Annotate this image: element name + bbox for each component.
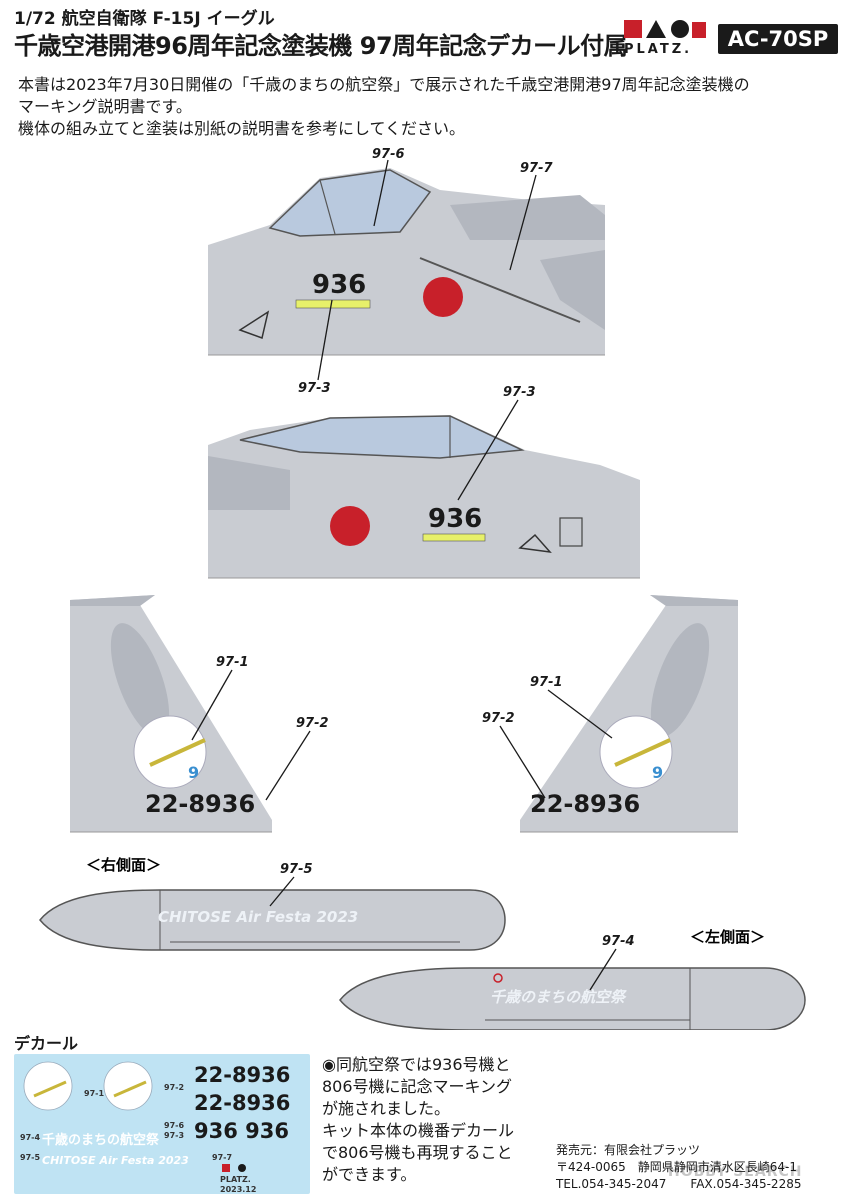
note-line: キット本体の機番デカール	[322, 1121, 515, 1140]
intro-line: 機体の組み立てと塗装は別紙の説明書を参考にしてください。	[18, 119, 466, 138]
callout-97-3-top: 97-3	[298, 381, 331, 396]
tail-fin-left: 9	[520, 595, 738, 833]
note-line: ができます。	[322, 1165, 417, 1184]
page-title: 千歳空港開港96周年記念塗装機 97周年記念デカール付属	[14, 32, 628, 60]
tail-fin-right: 9	[70, 595, 272, 833]
callout-97-7: 97-7	[520, 161, 553, 176]
decal-id: 97-2	[164, 1083, 184, 1092]
intro-line: 本書は2023年7月30日開催の「千歳のまちの航空祭」で展示された千歳空港開港9…	[18, 75, 750, 94]
note-line: 806号機に記念マーキング	[322, 1077, 513, 1096]
scale-line: 1/72 航空自衛隊 F-15J イーグル	[14, 9, 275, 29]
callout-97-2-right: 97-2	[296, 716, 329, 731]
decal-jp-text: 千歳のまちの航空祭	[42, 1132, 160, 1148]
callout-97-4: 97-4	[602, 934, 635, 949]
decal-id: 97-4	[20, 1133, 40, 1142]
decal-date: 2023.12	[220, 1185, 256, 1194]
callout-97-1-left: 97-1	[530, 675, 563, 690]
illustration-canvas: 936 97-6 97-7 97-3 936 97-3 9 22-8936 97…	[39, 147, 806, 1030]
decal-brand: PLATZ.	[220, 1175, 251, 1184]
note-line: が施されました。	[322, 1099, 451, 1118]
decal-id: 97-1	[84, 1089, 104, 1098]
decal-en-text: CHITOSE Air Festa 2023	[42, 1154, 189, 1167]
svg-text:9: 9	[188, 763, 199, 782]
nose-number-right: 936	[312, 270, 366, 300]
callout-97-3-bottom: 97-3	[503, 385, 536, 400]
nose-number-left: 936	[428, 504, 482, 534]
decal-id: 97-6	[164, 1121, 184, 1130]
decal-id: 97-3	[164, 1131, 184, 1140]
tank-left-text: 千歳のまちの航空祭	[490, 988, 627, 1006]
right-side-label: ＜右側面＞	[86, 856, 161, 874]
watermark-text: HOBBY SEARCH	[668, 1164, 803, 1180]
fuel-tank-right	[39, 889, 506, 951]
publisher-line: 発売元：有限会社プラッツ	[556, 1143, 701, 1157]
note-line: で806号機も再現すること	[322, 1143, 513, 1162]
fuselage-left-view	[208, 415, 640, 579]
left-side-label: ＜左側面＞	[690, 928, 765, 946]
callout-97-2-left: 97-2	[482, 711, 515, 726]
decal-id: 97-7	[212, 1153, 232, 1162]
publisher-info: 発売元：有限会社プラッツ 〒424-0065 静岡県静岡市清水区長崎64-1 T…	[556, 1142, 801, 1193]
fuselage-right-view	[208, 168, 605, 356]
fuel-tank-left	[339, 967, 806, 1030]
decal-number: 22-8936	[194, 1063, 290, 1087]
note-text: ◉同航空祭では936号機と 806号機に記念マーキング が施されました。 キット…	[322, 1054, 514, 1186]
product-code: AC-70SP	[718, 24, 838, 54]
publisher-line: 〒424-0065 静岡県静岡市清水区長崎64-1	[556, 1160, 798, 1174]
platz-logo-shapes	[624, 20, 706, 38]
svg-text:9: 9	[652, 763, 663, 782]
decal-title: デカール	[14, 1034, 79, 1053]
decal-number: 22-8936	[194, 1091, 290, 1115]
tail-number-right: 22-8936	[145, 790, 255, 818]
decal-id: 97-5	[20, 1153, 40, 1162]
callout-97-6: 97-6	[372, 147, 405, 162]
decal-sheet: 97-1 97-2 97-6 97-3 97-4 97-5 97-7 22-89…	[14, 1054, 310, 1194]
platz-logo: PLATZ.	[618, 14, 710, 60]
tail-number-left: 22-8936	[530, 790, 640, 818]
watermark: HOBBY SEARCH	[668, 1164, 802, 1180]
intro-text: 本書は2023年7月30日開催の「千歳のまちの航空祭」で展示された千歳空港開港9…	[18, 74, 750, 140]
callout-97-1-right: 97-1	[216, 655, 249, 670]
note-line: ◉同航空祭では936号機と	[322, 1055, 511, 1074]
decal-sheet-artwork: 97-1 97-2 97-6 97-3 97-4 97-5 97-7 22-89…	[20, 1061, 290, 1194]
tank-right-text: CHITOSE Air Festa 2023	[158, 908, 358, 926]
intro-line: マーキング説明書です。	[18, 97, 192, 116]
publisher-line: TEL.054-345-2047 FAX.054-345-2285	[556, 1177, 802, 1191]
callout-97-5: 97-5	[280, 862, 313, 877]
decal-number: 936 936	[194, 1119, 289, 1143]
platz-wordmark: PLATZ.	[624, 42, 693, 57]
